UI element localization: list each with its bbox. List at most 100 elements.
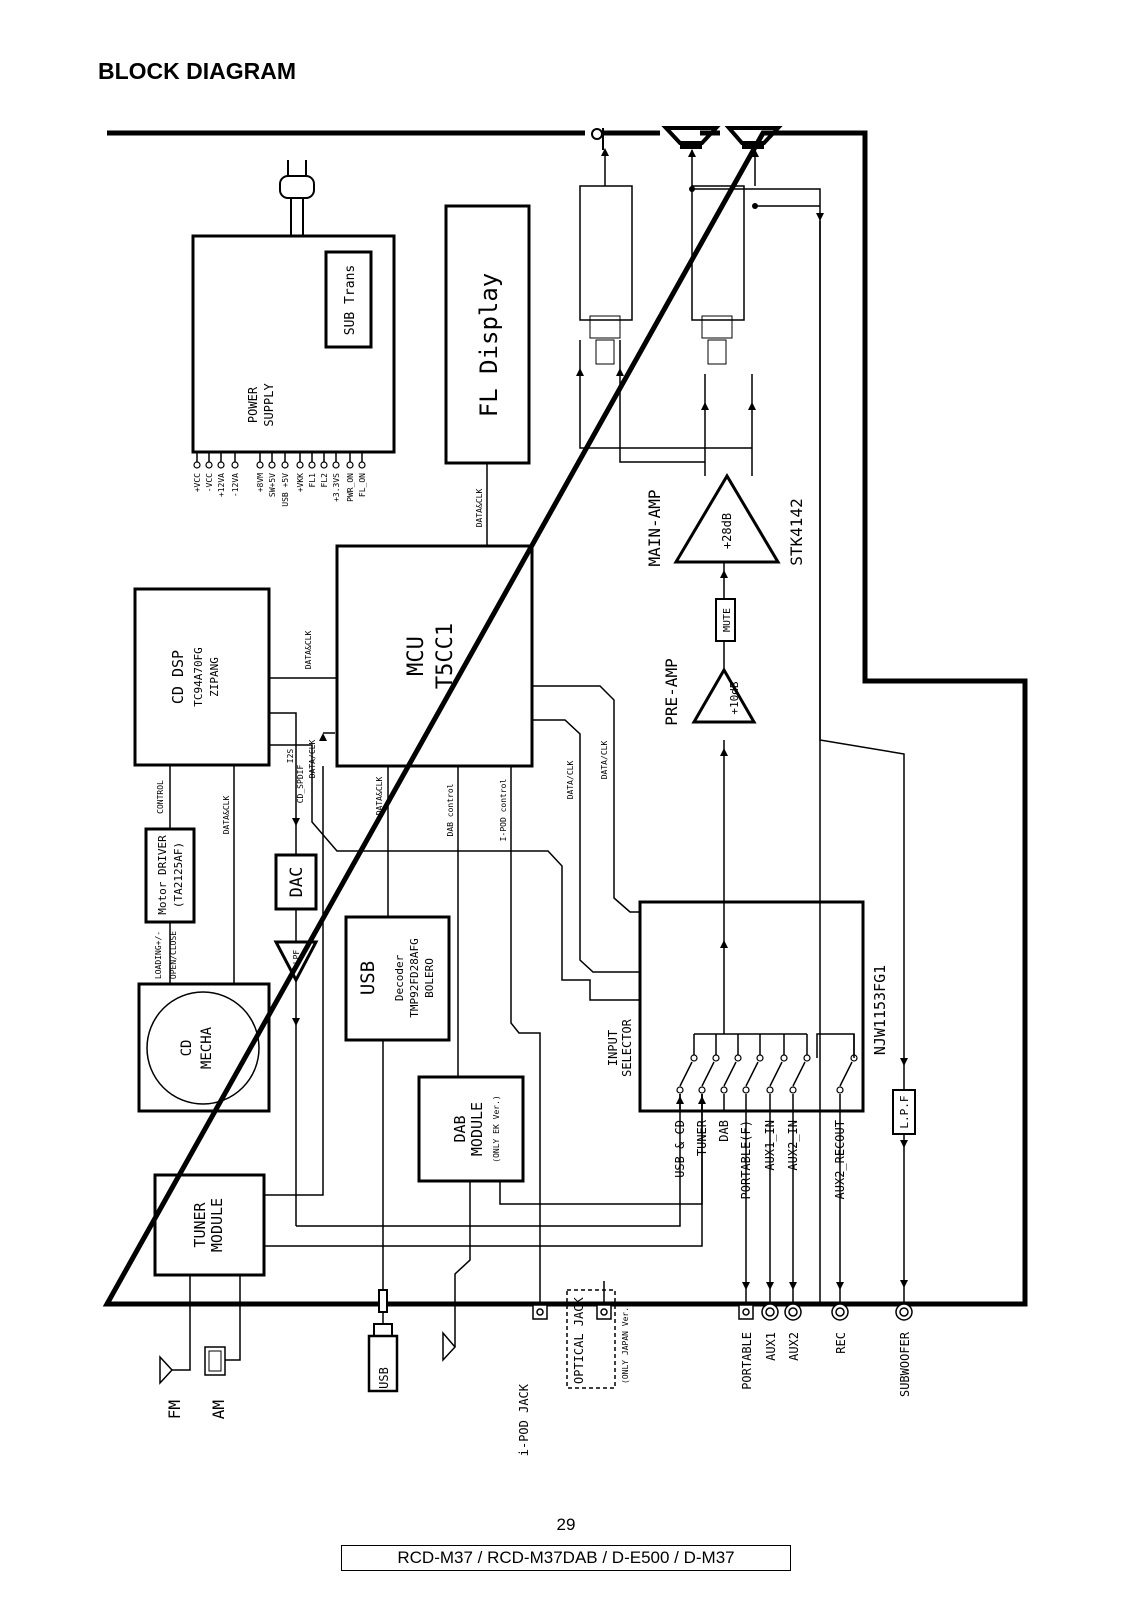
input-selector-ic-label: NJW1153FG1 xyxy=(871,965,889,1055)
mcu-selector-bus-label-1: DATA/CLK xyxy=(566,761,575,800)
psu-pin-label: FL1 xyxy=(308,473,317,488)
selector-contact xyxy=(789,1086,797,1094)
main-amp-gain: +28dB xyxy=(720,513,734,549)
psu-pin-label: FL2 xyxy=(320,473,329,488)
psu-pin-label: +3.3VS xyxy=(332,473,341,502)
selector-contact xyxy=(780,1054,788,1062)
selector-contact xyxy=(766,1086,774,1094)
i2s-signal-label: I2S xyxy=(286,749,295,764)
speaker-right-icon xyxy=(724,126,783,157)
output-relays xyxy=(579,150,756,365)
main-amp: +28dB MAIN-AMP STK4142 xyxy=(576,340,806,567)
mcu-label-2: T5CC1 xyxy=(433,623,458,689)
aux1-jack-icon: AUX1 xyxy=(761,1303,779,1361)
selector-contact xyxy=(712,1054,720,1062)
selector-contact xyxy=(756,1054,764,1062)
open-close-signal-label: OPEN/CLOSE xyxy=(169,931,178,979)
cd-mecha-block: CD MECHA xyxy=(137,982,271,1113)
cd-dsp-label-1: CD DSP xyxy=(169,650,187,704)
power-supply-block: SUB Trans POWER SUPPLY +VCC-VCC+12VA-12V… xyxy=(191,234,396,507)
control-signal-label: CONTROL xyxy=(156,780,165,814)
selector-switch-blade xyxy=(679,1061,693,1087)
subwoofer-lpf-label: L.P.F xyxy=(898,1095,911,1128)
optical-jack-label: OPTICAL JACK xyxy=(572,1297,586,1384)
pre-amp: +10dB PRE-AMP xyxy=(662,641,757,902)
aux2-jack-label: AUX2 xyxy=(787,1332,801,1361)
selector-contact xyxy=(742,1086,750,1094)
loading-signal-label: LOADING+/- xyxy=(154,931,163,979)
psu-pin-label: -12VA xyxy=(231,473,240,497)
page-title: BLOCK DIAGRAM xyxy=(98,58,297,84)
lpf-triangle xyxy=(273,940,319,984)
psu-pin-label: USB +5V xyxy=(281,473,290,507)
tuner-module-block: TUNER MODULE xyxy=(153,1173,266,1277)
fl-display-block: FL Display DATA&CLK xyxy=(444,204,531,546)
usb-connector-label: USB xyxy=(377,1367,391,1389)
pre-amp-label: PRE-AMP xyxy=(662,658,681,725)
cd-spdif-signal-label: CD_SPDIF xyxy=(296,765,305,804)
dab-antenna-icon xyxy=(442,1330,457,1362)
input-selector-label-2: SELECTOR xyxy=(620,1018,634,1077)
selector-input-label: TUNER xyxy=(695,1119,709,1156)
mcu-selector-bus-label-2: DATA/CLK xyxy=(600,741,609,780)
motor-driver-label-2: (TA2125AF) xyxy=(172,842,185,908)
page-number: 29 xyxy=(556,1515,576,1534)
usb-decoder-label-3: TMP92FD28AFG xyxy=(408,938,421,1017)
psu-pin-terminal xyxy=(296,461,304,469)
ipod-control-label: I-POD control xyxy=(499,779,508,842)
selector-switch-blade xyxy=(839,1061,853,1087)
model-list: RCD-M37 / RCD-M37DAB / D-E500 / D-M37 xyxy=(341,1545,791,1571)
subwoofer-lpf-block: L.P.F xyxy=(892,1089,916,1135)
selector-contact xyxy=(690,1054,698,1062)
speaker-left-icon xyxy=(661,126,721,157)
fm-antenna-icon: FM xyxy=(159,1355,184,1419)
selector-input-label: DAB xyxy=(717,1120,731,1142)
selector-switch-blade xyxy=(701,1061,715,1087)
cd-dsp-block: CD DSP TC94A70FG ZIPANG xyxy=(133,587,271,767)
selector-contact xyxy=(676,1086,684,1094)
psu-pin-label: PWR_ON xyxy=(346,473,355,502)
selector-contact xyxy=(698,1086,706,1094)
subwoofer-jack-icon: SUBWOOFER xyxy=(895,1303,913,1397)
dab-module-block: DAB MODULE (ONLY EK Ver.) xyxy=(417,1075,525,1183)
selector-switches xyxy=(676,1033,858,1111)
selector-switch-blade xyxy=(745,1061,759,1087)
psu-pin-terminal xyxy=(256,461,264,469)
psu-pin-label: FL_ON xyxy=(358,473,367,497)
psu-pin-terminal xyxy=(358,461,366,469)
usb-decoder-block: USB Decoder TMP92FD28AFG BOLERO xyxy=(344,915,451,1042)
chassis-outline xyxy=(102,130,1028,1307)
sub-trans-label: SUB Trans xyxy=(343,265,358,335)
input-selector-block: INPUT SELECTOR NJW1153FG1 xyxy=(606,900,889,1113)
mcu-label-1: MCU xyxy=(404,636,429,676)
cd-dsp-mcu-bus-label: DATA&CLK xyxy=(304,631,313,670)
psu-pin-label: +12VA xyxy=(217,473,226,497)
portable-jack-label: PORTABLE xyxy=(740,1332,754,1390)
dab-module-label-1: DAB xyxy=(451,1115,469,1142)
tuner-module-label-2: MODULE xyxy=(208,1198,226,1252)
dab-control-label: DAB control xyxy=(446,783,455,836)
mcu-block: MCU T5CC1 xyxy=(335,544,534,768)
mcu-usb-bus-label: DATA&CLK xyxy=(375,777,384,816)
rec-jack-label: REC xyxy=(834,1332,848,1354)
motor-driver-label-1: Motor DRIVER xyxy=(156,835,169,915)
power-supply-label-2: SUPPLY xyxy=(262,383,276,427)
usb-decoder-label-4: BOLERO xyxy=(423,958,436,998)
optical-jack-group: OPTICAL JACK (ONLY JAPAN Ver.) xyxy=(566,1281,630,1389)
rec-jack-icon: REC xyxy=(831,1303,849,1354)
pre-amp-gain: +10dB xyxy=(728,681,741,714)
tuner-module-label-1: TUNER xyxy=(191,1201,209,1247)
cd-dsp-mecha-bus-label: DATA&CLK xyxy=(222,796,231,835)
cd-dsp-label-3: ZIPANG xyxy=(208,657,221,697)
psu-pin-terminal xyxy=(346,461,354,469)
usb-connector-icon: USB xyxy=(367,1289,399,1393)
psu-pin-terminal xyxy=(332,461,340,469)
power-plug-icon xyxy=(279,160,315,236)
mute-label: MUTE xyxy=(722,608,733,632)
motor-driver-block: Motor DRIVER (TA2125AF) CONTROL LOADING+… xyxy=(144,765,196,984)
psu-pin-terminal xyxy=(268,461,276,469)
psu-pin-terminal xyxy=(281,461,289,469)
